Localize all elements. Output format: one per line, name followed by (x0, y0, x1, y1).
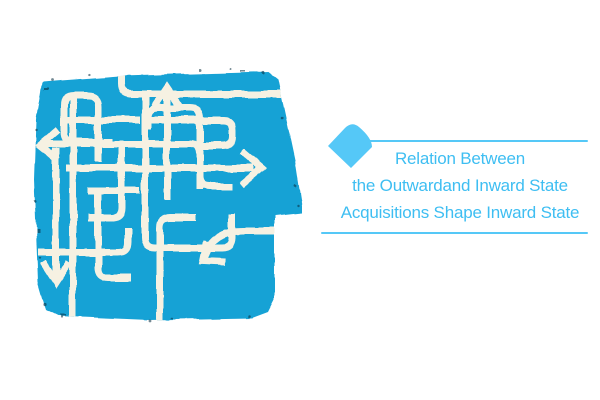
title-line-1: Relation Between (394, 149, 526, 168)
maze-paths (34, 74, 283, 320)
top-rule (368, 140, 588, 142)
right-arrow-icon (239, 148, 268, 188)
bottom-rule (321, 232, 588, 234)
diamond-icon (326, 120, 376, 170)
down-arrow-icon (40, 148, 72, 289)
grunge-speckles (33, 68, 300, 323)
curved-down-left-arrow-icon (198, 227, 276, 266)
title-line-3: Acquisitions Shape Inward State (340, 203, 580, 222)
title-line-2: the Outwardand Inward State (352, 176, 568, 195)
left-arrow-icon (34, 127, 61, 163)
up-arrow-icon (151, 81, 183, 200)
callout-title: Relation Between the Outwardand Inward S… (305, 145, 600, 226)
